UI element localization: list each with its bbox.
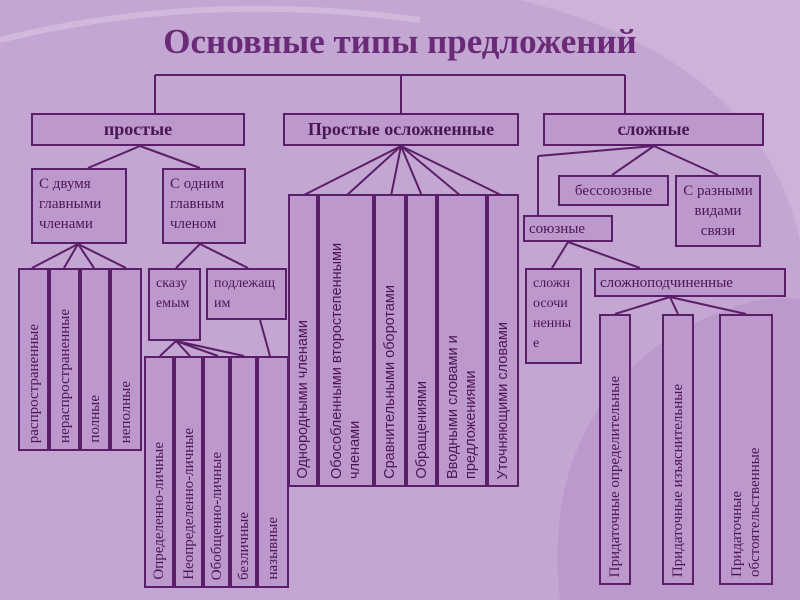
node-sub-adverbial: Придаточные обстоятельственные (719, 314, 773, 585)
node-simple: простые (31, 113, 245, 146)
node-homogeneous: Однородными членами (288, 194, 318, 487)
node-impersonal-label: безличные (235, 511, 252, 580)
node-mixed-connection: С разными видами связи (675, 175, 761, 247)
node-simple-complicated: Простые осложненные (283, 113, 519, 146)
node-simple-complicated-label: Простые осложненные (307, 119, 495, 139)
node-compound: сложносочиненные (525, 268, 582, 364)
node-address-label: Обращениями (413, 381, 430, 479)
node-isolated-secondary-label: Обособленными второстепенными членами (329, 242, 363, 479)
node-clarifying: Уточняющими словами (487, 194, 519, 487)
node-indefinite-personal: Неопределенно-личные (174, 356, 203, 588)
node-non-widespread-label: нераспространенные (56, 309, 73, 443)
node-one-main: С одним главным членом (162, 168, 246, 244)
node-sub-explanatory-label: Придаточные изъяснительные (670, 383, 686, 577)
node-homogeneous-label: Однородными членами (295, 320, 311, 479)
node-complete-label: полные (87, 395, 103, 443)
node-incomplete: неполные (110, 268, 142, 451)
node-sub-explanatory: Придаточные изъяснительные (662, 314, 694, 585)
node-indefinite-personal-label: Неопределенно-личные (180, 428, 197, 580)
node-clarifying-label: Уточняющими словами (495, 321, 511, 479)
node-definite-personal: Определенно-личные (144, 356, 174, 588)
node-complex: сложные (543, 113, 764, 146)
node-address: Обращениями (406, 194, 437, 487)
node-subject: подлежащим (206, 268, 287, 320)
node-subordinate: сложноподчиненные (594, 268, 786, 297)
node-widespread-label: распространенные (25, 323, 42, 443)
node-complete: полные (80, 268, 110, 451)
node-comparative-label: Сравнительными оборотами (382, 285, 398, 479)
node-union: союзные (523, 215, 613, 242)
node-nominative-label: назывные (265, 517, 281, 580)
node-predicate: сказуемым (148, 268, 201, 341)
node-impersonal: безличные (230, 356, 257, 588)
node-introductory: Вводными словами и предложениями (437, 194, 487, 487)
node-non-widespread: нераспространенные (49, 268, 80, 451)
diagram-title: Основные типы предложений (163, 22, 637, 61)
node-incomplete-label: неполные (118, 380, 134, 443)
node-isolated-secondary: Обособленными второстепенными членами (318, 194, 374, 487)
node-introductory-label: Вводными словами и предложениями (445, 335, 479, 479)
node-complex-label: сложные (617, 119, 690, 139)
node-simple-label: простые (103, 119, 173, 139)
node-non-union: бессоюзные (558, 175, 669, 206)
node-sub-attributive-label: Придаточные определительные (607, 375, 623, 577)
node-definite-personal-label: Определенно-личные (151, 442, 167, 580)
node-generalized-personal: Обобщенно-личные (203, 356, 230, 588)
node-sub-adverbial-label: Придаточные обстоятельственные (729, 447, 763, 577)
node-generalized-personal-label: Обобщенно-личные (208, 451, 225, 580)
node-nominative: назывные (257, 356, 289, 588)
node-widespread: распространенные (18, 268, 49, 451)
node-sub-attributive: Придаточные определительные (599, 314, 631, 585)
node-comparative: Сравнительными оборотами (374, 194, 406, 487)
node-two-main: С двумя главными членами (31, 168, 127, 244)
